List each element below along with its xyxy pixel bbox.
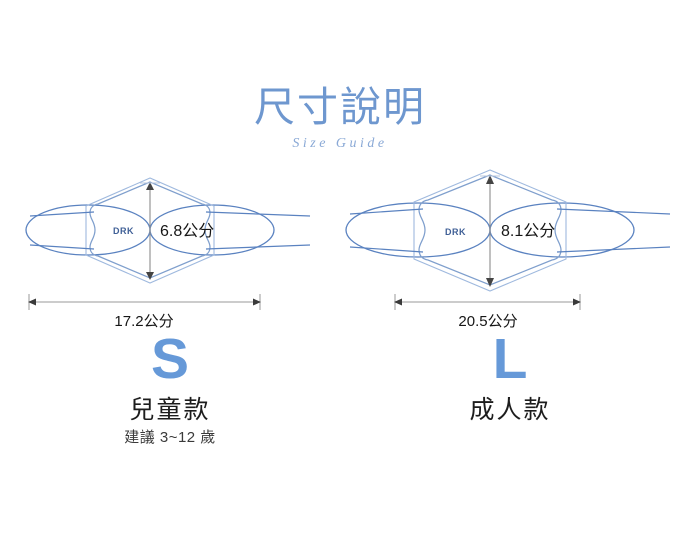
size-letter-s: S bbox=[150, 327, 190, 391]
mask-diagram-s: DRK 6.8公分 bbox=[0, 160, 340, 325]
mask-pleat-outline-s bbox=[85, 177, 215, 284]
page-subtitle: Size Guide bbox=[292, 136, 388, 151]
height-dimension-s bbox=[140, 182, 160, 280]
mask-strap-lines-s bbox=[29, 211, 311, 250]
mask-pleat-outline-l bbox=[413, 169, 567, 292]
width-dimension-s: 17.2公分 bbox=[28, 294, 261, 330]
height-label-s: 6.8公分 bbox=[160, 222, 214, 240]
size-name-l: 成人款 bbox=[469, 396, 551, 424]
size-block-s: S 兒童款 建議 3~12 歲 bbox=[0, 330, 340, 447]
size-block-l: L 成人款 bbox=[340, 330, 680, 429]
mask-logo-l: DRK bbox=[445, 227, 466, 237]
size-panel-s: DRK 6.8公分 bbox=[0, 160, 340, 470]
size-note-s: 建議 3~12 歲 bbox=[124, 429, 216, 446]
size-panel-l: DRK 8.1公分 20.5 bbox=[340, 160, 680, 470]
size-panels: DRK 6.8公分 bbox=[0, 160, 680, 470]
width-label-l: 20.5公分 bbox=[458, 313, 517, 330]
page-header: 尺寸說明 Size Guide bbox=[0, 84, 680, 152]
mask-diagram-l: DRK 8.1公分 bbox=[340, 160, 680, 325]
height-label-l: 8.1公分 bbox=[501, 222, 555, 240]
page-title: 尺寸說明 bbox=[254, 84, 426, 130]
height-dimension-l bbox=[480, 175, 500, 287]
width-dimension-l: 20.5公分 bbox=[394, 294, 581, 330]
size-name-s: 兒童款 bbox=[129, 396, 211, 424]
mask-strap-lines-l bbox=[349, 208, 671, 253]
mask-logo-s: DRK bbox=[113, 226, 134, 236]
size-letter-l: L bbox=[492, 327, 528, 391]
width-label-s: 17.2公分 bbox=[114, 313, 173, 330]
